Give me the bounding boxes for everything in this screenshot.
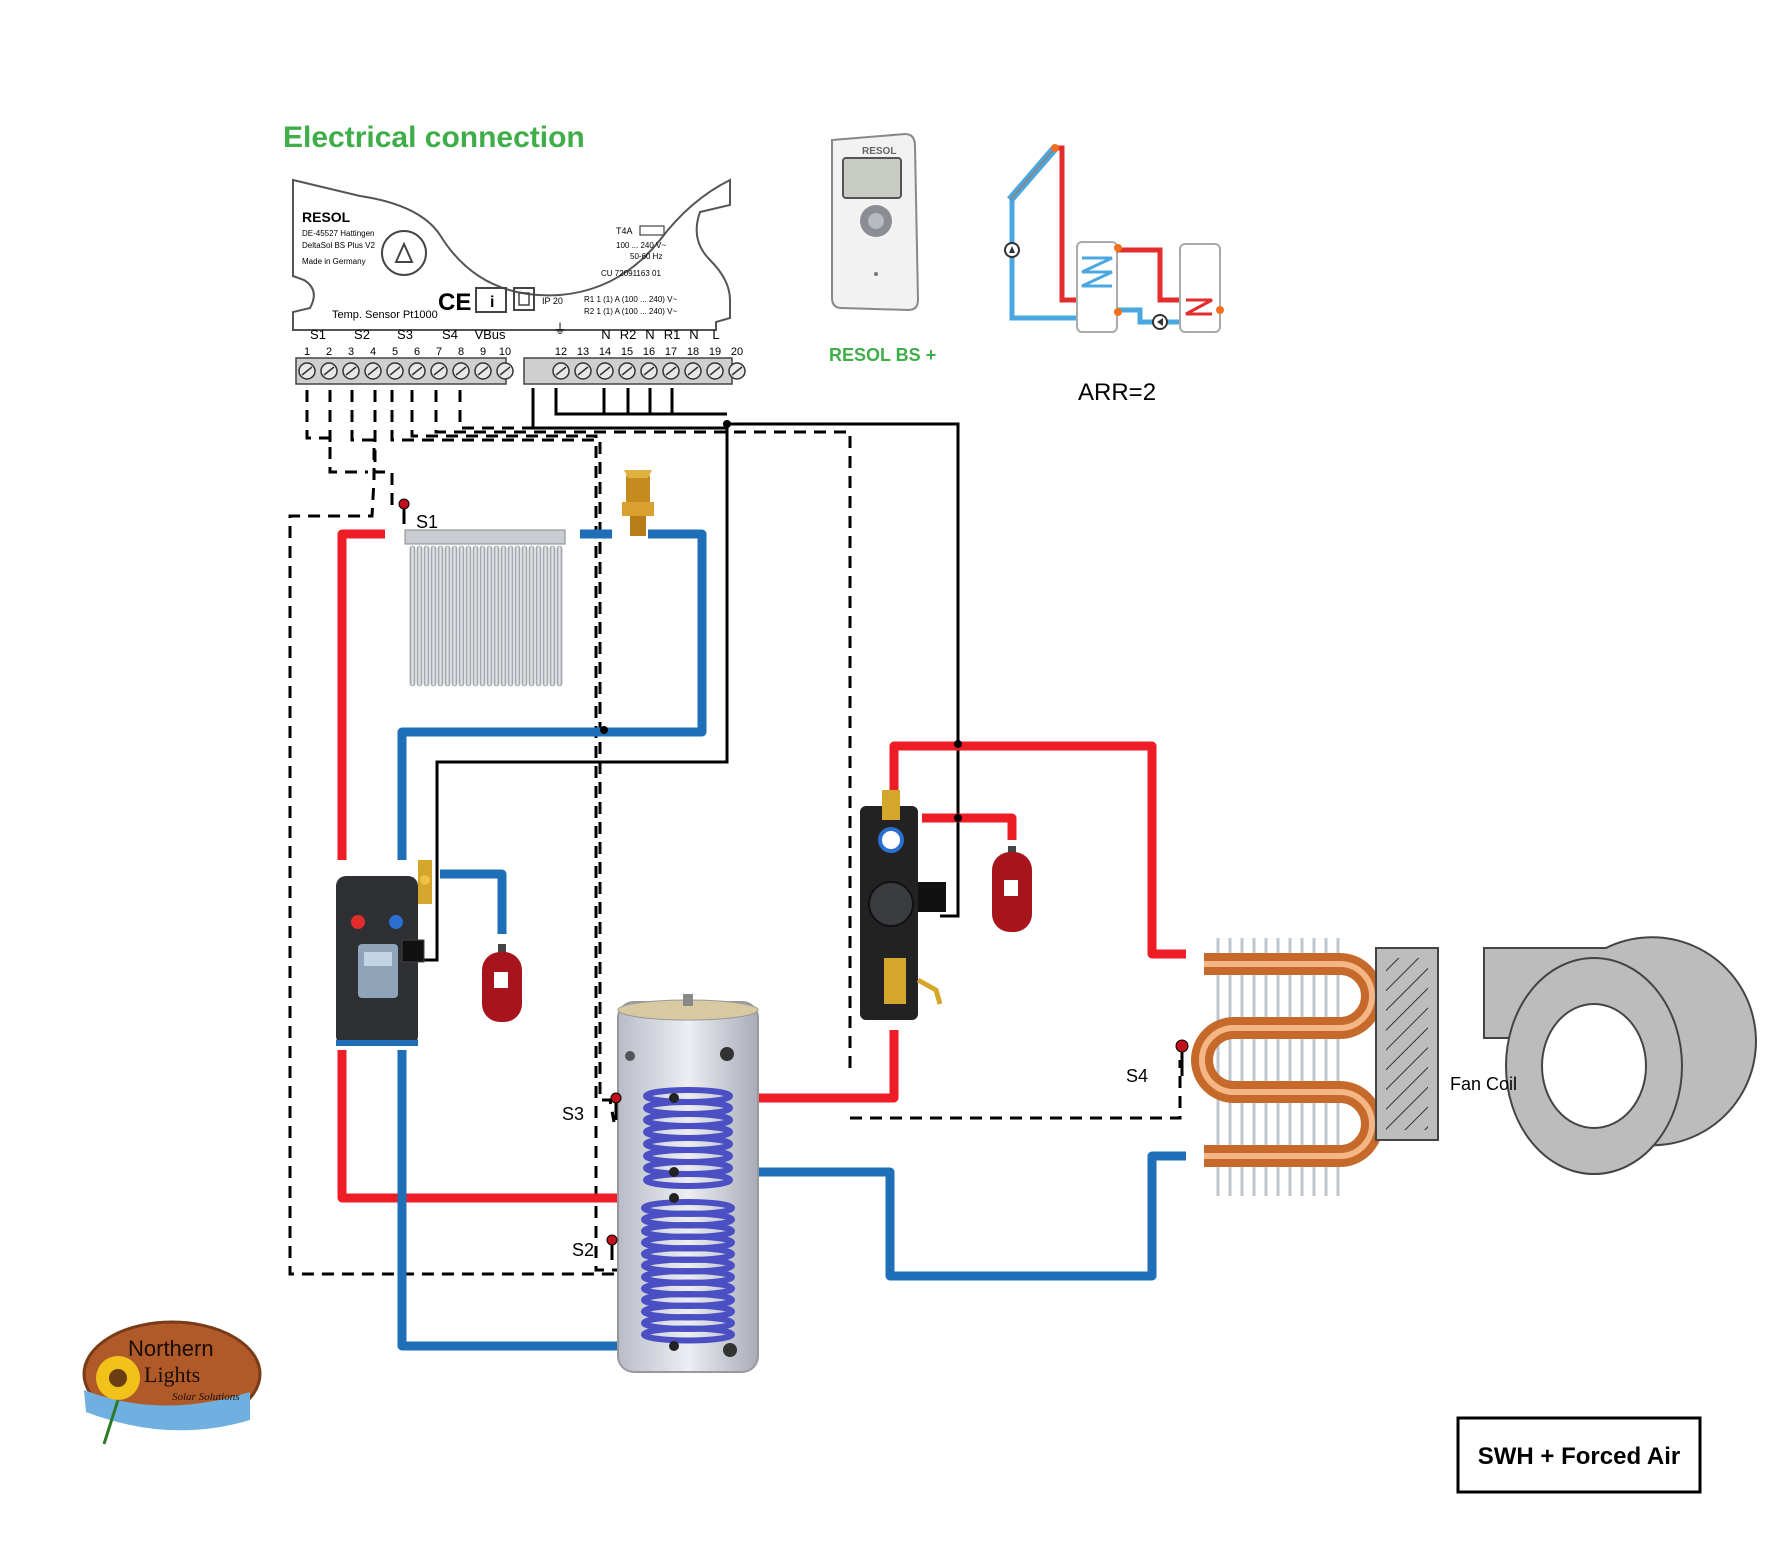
terminal-number: 14 [599, 346, 611, 358]
logo-line-1: Northern [128, 1336, 214, 1361]
terminal-number: 3 [348, 346, 354, 358]
terminal-number: 19 [709, 346, 721, 358]
sensor-s2 [606, 1234, 618, 1260]
terminal-number: 9 [480, 346, 486, 358]
northern-lights-logo: Northern Lights Solar Solutions [82, 1320, 262, 1445]
terminal-group-label: S4 [442, 327, 458, 342]
fan-coil-label: Fan Coil [1450, 1074, 1517, 1094]
controller-model: DeltaSol BS Plus V2 [302, 241, 375, 250]
svg-text:RESOL: RESOL [862, 146, 896, 157]
power-wiring [424, 388, 960, 962]
air-vent-valve [622, 470, 654, 536]
terminal-group-label: N [601, 327, 610, 342]
resol-controller-unit: RESOL [831, 132, 920, 312]
terminal-group-label: S2 [354, 327, 370, 342]
terminal-number: 20 [731, 346, 743, 358]
pipe-junctions [600, 420, 962, 1351]
logo-line-3: Solar Solutions [172, 1391, 240, 1403]
ip-rating: IP 20 [542, 296, 563, 306]
controller-code: CU 72091163 01 [601, 269, 661, 278]
blower-fan [1483, 936, 1757, 1175]
fan-coil-expansion-tank [992, 846, 1032, 932]
terminal-group-label: VBus [474, 327, 506, 342]
terminal-group-label: R1 [664, 327, 681, 342]
system-label-box [1456, 1416, 1702, 1494]
r1-rating: R1 1 (1) A (100 ... 240) V~ [584, 295, 677, 304]
sensor-s2-label: S2 [572, 1240, 594, 1260]
terminal-number: 8 [458, 346, 464, 358]
terminal-number: 10 [499, 346, 511, 358]
terminal-number: 6 [414, 346, 420, 358]
terminal-number: 2 [326, 346, 332, 358]
controller-brand: RESOL [302, 209, 351, 225]
terminal-number: 5 [392, 346, 398, 358]
info-icon [475, 287, 507, 313]
r2-rating: R2 1 (1) A (100 ... 240) V~ [584, 307, 677, 316]
arrangement-label: ARR=2 [1078, 379, 1156, 406]
fan-coil [1191, 938, 1439, 1196]
terminal-number: 16 [643, 346, 655, 358]
system-label: SWH + Forced Air [1478, 1443, 1680, 1470]
controller-made-in: Made in Germany [302, 257, 366, 266]
sensor-wiring [288, 390, 1182, 1276]
class-ii-icon [513, 287, 535, 311]
terminal-group-label: N [645, 327, 654, 342]
solar-expansion-tank [482, 944, 522, 1022]
storage-tank [617, 994, 759, 1373]
terminal-group-label: S3 [397, 327, 413, 342]
terminal-number: 18 [687, 346, 699, 358]
terminal-number: 4 [370, 346, 376, 358]
solar-loop-piping [337, 529, 707, 1351]
sensor-s3 [610, 1092, 622, 1120]
controller-address: DE-45527 Hattingen [302, 229, 375, 238]
terminal-number: 15 [621, 346, 633, 358]
terminal-group-label: R2 [620, 327, 637, 342]
svg-text:i: i [490, 294, 494, 311]
controller-terminal-plate: RESOL DE-45527 Hattingen DeltaSol BS Plu… [292, 178, 746, 385]
sensor-s4-label: S4 [1126, 1066, 1148, 1086]
sensor-s1 [398, 498, 410, 524]
certification-mark [381, 230, 427, 276]
ce-mark: CE [438, 289, 471, 316]
terminal-number: 12 [555, 346, 567, 358]
fuse-rating: T4A [616, 226, 633, 236]
sensor-s1-label: S1 [416, 512, 438, 532]
terminal-group-label: L [712, 327, 719, 342]
terminal-number: 17 [665, 346, 677, 358]
sensor-caption: Temp. Sensor Pt1000 [332, 309, 438, 321]
terminal-number: 7 [436, 346, 442, 358]
logo-line-2: Lights [144, 1362, 200, 1387]
terminal-number: 1 [304, 346, 310, 358]
sensor-s4 [1175, 1039, 1189, 1076]
solar-pump-station [336, 860, 432, 1046]
electrical-connection-title: Electrical connection [283, 121, 585, 154]
product-name: RESOL BS + [829, 345, 936, 365]
terminal-group-label: S1 [310, 327, 326, 342]
terminal-group-label: N [689, 327, 698, 342]
ground-symbol: ⏚ [553, 321, 567, 337]
terminal-number: 13 [577, 346, 589, 358]
fan-coil-pump-station [860, 790, 946, 1020]
voltage-rating: 100 ... 240 V~ [616, 241, 666, 250]
fuse-icon [639, 225, 665, 236]
solar-collector [404, 529, 566, 687]
frequency-rating: 50-60 Hz [630, 252, 662, 261]
sensor-s3-label: S3 [562, 1104, 584, 1124]
arrangement-schematic [1004, 144, 1224, 333]
